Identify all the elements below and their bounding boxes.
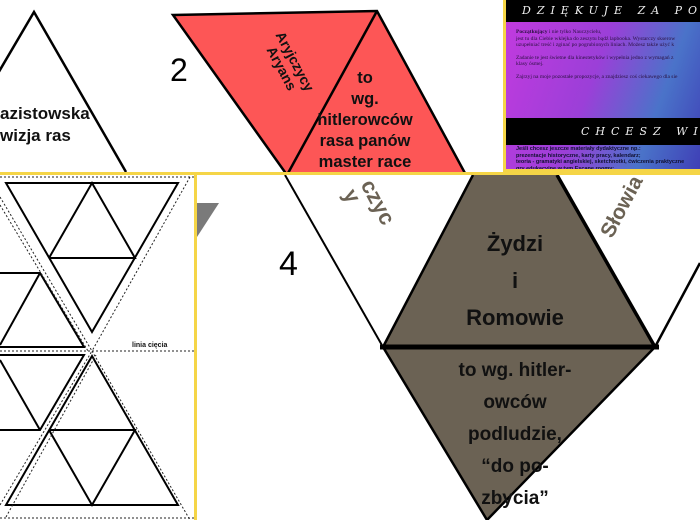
triangle-label-1: azistowska: [0, 104, 90, 123]
text: prezentacje historyczne, karty pracy, ka…: [516, 152, 641, 159]
text: i nie tylko Nauczycielu,: [547, 29, 602, 35]
line: owców: [483, 392, 547, 413]
line: “do po-: [481, 456, 549, 477]
red-rhombus: [170, 9, 468, 175]
line: Romowie: [466, 305, 564, 330]
more-text: Jeśli chcesz jeszcze materiały dydaktycz…: [516, 146, 685, 172]
text: uzupełniać treść i zginać po pogrubionyc…: [516, 42, 675, 48]
text: Zadanie te jest świetne dla kinestetyków…: [516, 54, 674, 61]
line: Żydzi: [486, 231, 544, 256]
text: Zajrzyj na moje pozostałe propozycje, a …: [516, 73, 678, 80]
bold-text: Początkujący: [516, 29, 548, 35]
panel-nazi-race-vision: azistowska wizja ras: [0, 0, 200, 175]
triangle-label-2: wizja ras: [0, 126, 71, 145]
cut-line-label: linia cięcia: [132, 342, 168, 349]
text: jest tu dla Ciebie wklejka do zeszytu bą…: [516, 35, 676, 42]
triangle-outline: [0, 9, 128, 173]
line: to wg. hitler-: [458, 360, 572, 381]
text: klasy ósmej.: [516, 61, 544, 67]
line: zbycia”: [481, 488, 549, 509]
panel-jews-roma: 4 czyc y Słowia Żydzi i Romowie to wg. h…: [197, 172, 700, 520]
header-band-2: CHCESZ WIĘ: [506, 118, 700, 145]
line: i: [511, 268, 519, 293]
panel-cut-template: linia cięcia: [0, 172, 197, 520]
number-label: 4: [279, 245, 298, 283]
line: wg.: [351, 90, 379, 108]
lower-text: to wg. hitler- owców podludzie, “do po- …: [415, 355, 615, 515]
triangle-template: [0, 176, 194, 520]
text: teoria - gramatyki angielskiej, sketchno…: [516, 159, 685, 165]
header-band: DZIĘKUJE ZA PO: [506, 0, 700, 22]
line: hitlerowców: [317, 111, 413, 129]
grey-rhombus: [197, 175, 700, 520]
upper-text: Żydzi i Romowie: [415, 225, 615, 336]
line: podludzie,: [468, 424, 562, 445]
definition-text: to wg. hitlerowców rasa panów master rac…: [280, 68, 450, 173]
intro-text: Początkujący i nie tylko Nauczycielu, je…: [516, 29, 677, 80]
line: master race: [318, 153, 412, 171]
panel-thank-you: DZIĘKUJE ZA PO Początkujący i nie tylko …: [503, 0, 700, 172]
text: Jeśli chcesz jeszcze materiały dydaktycz…: [516, 146, 641, 152]
line: to: [357, 69, 373, 87]
text: gry edukacyjne w tym Escape roomy:: [516, 165, 615, 172]
panel-aryans: 2 Aryjczycy Aryans to wg. hitlerowców ra…: [170, 0, 503, 175]
line: rasa panów: [319, 132, 411, 150]
number-label: 2: [170, 52, 188, 88]
